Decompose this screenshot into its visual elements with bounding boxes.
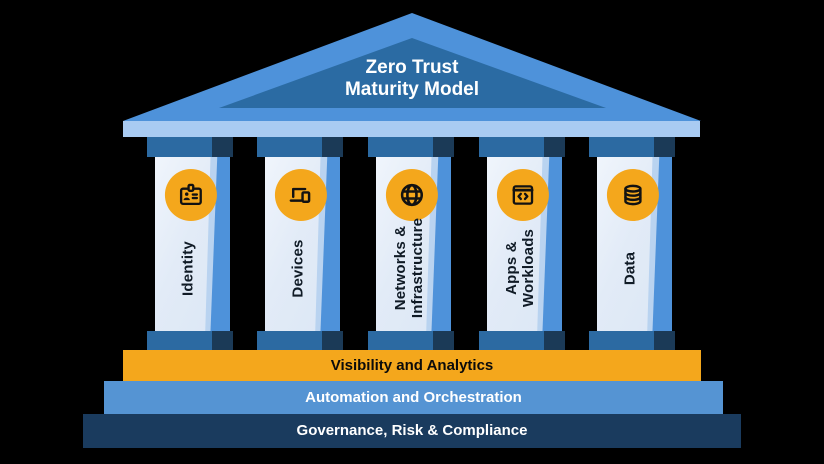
capital-shadow: [212, 137, 233, 157]
pillar-networks-infrastructure: Networks & Infrastructure: [368, 137, 454, 350]
foundation-bar-visibility-analytics: Visibility and Analytics: [123, 350, 701, 381]
pillar-label: Identity: [179, 240, 196, 296]
devices-icon: [274, 169, 327, 221]
capital-shadow: [322, 137, 343, 157]
pillar-label: Apps & Workloads: [502, 228, 537, 308]
pediment: [123, 13, 701, 121]
plinth-shadow: [212, 331, 233, 350]
architrave-beam: [123, 121, 700, 137]
pillar-apps-workloads: Apps & Workloads: [479, 137, 565, 350]
pillar-plinth: [257, 331, 343, 350]
pillar-plinth: [147, 331, 233, 350]
database-icon: [606, 169, 659, 221]
pillar-plinth: [479, 331, 565, 350]
pediment-inner-triangle: [219, 38, 606, 108]
plinth-shadow: [322, 331, 343, 350]
pillar-shaft: Identity: [155, 157, 230, 331]
pillar-label: Networks & Infrastructure: [391, 217, 426, 319]
pillar-shaft: Data: [597, 157, 672, 331]
capital-shadow: [544, 137, 565, 157]
foundation-bar-automation-orchestration: Automation and Orchestration: [104, 381, 723, 414]
pillar-data: Data: [589, 137, 675, 350]
pillar-plinth: [589, 331, 675, 350]
plinth-shadow: [433, 331, 454, 350]
foundation-bar-governance-risk-compliance: Governance, Risk & Compliance: [83, 414, 741, 448]
pillar-label: Data: [621, 251, 638, 285]
pillar-shaft: Devices: [265, 157, 340, 331]
pillar-capital: [368, 137, 454, 157]
pillar-capital: [147, 137, 233, 157]
diagram-title: Zero Trust Maturity Model: [344, 57, 480, 100]
pillar-devices: Devices: [257, 137, 343, 350]
pillar-shaft: Apps & Workloads: [487, 157, 562, 331]
pillar-label: Devices: [289, 238, 306, 298]
pillar-shaft: Networks & Infrastructure: [376, 157, 451, 331]
pillar-plinth: [368, 331, 454, 350]
plinth-shadow: [654, 331, 675, 350]
globe-icon: [385, 169, 438, 221]
app-window-code-icon: [496, 169, 549, 221]
id-badge-icon: [164, 169, 217, 221]
capital-shadow: [433, 137, 454, 157]
plinth-shadow: [544, 331, 565, 350]
pillar-capital: [257, 137, 343, 157]
pillar-capital: [589, 137, 675, 157]
capital-shadow: [654, 137, 675, 157]
pillar-identity: Identity: [147, 137, 233, 350]
pillar-capital: [479, 137, 565, 157]
